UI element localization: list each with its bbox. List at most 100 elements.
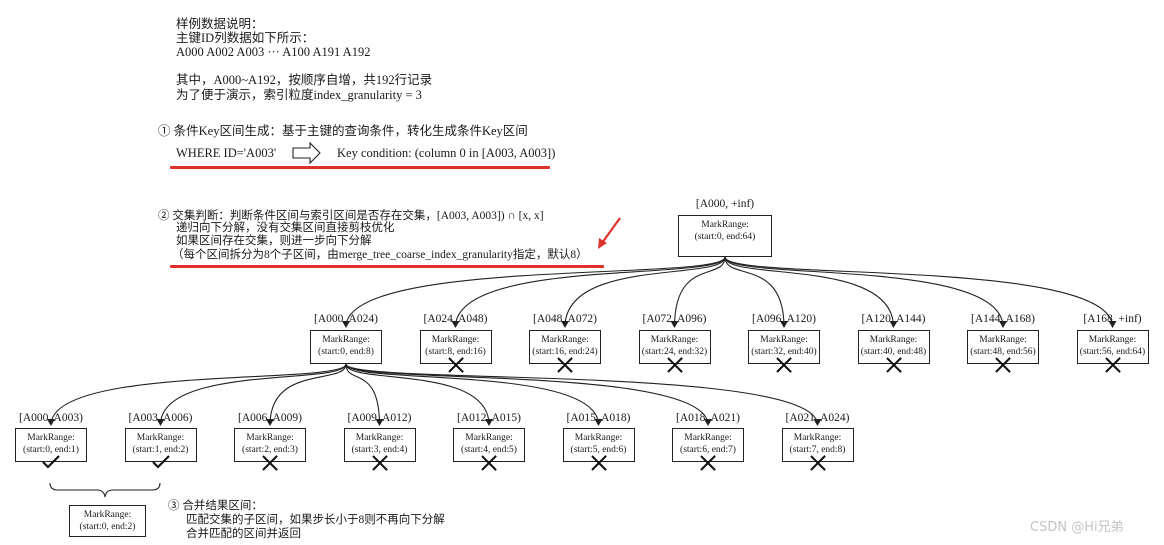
mark-label: MarkRange: xyxy=(760,335,808,345)
root-to-level1-arrow xyxy=(724,256,788,328)
level1-mark-range: MarkRange: (start:8, end:16) xyxy=(419,330,492,364)
pruned-x-icon xyxy=(591,455,607,471)
level2-mark-range: MarkRange:(start:0, end:1) xyxy=(15,428,87,462)
mark-value: (start:0, end:2) xyxy=(79,522,136,532)
mark-value: (start:24, end:32) xyxy=(641,347,708,357)
intro-line2: 主键ID列数据如下所示： xyxy=(176,31,315,45)
mark-value: (start:7, end:8) xyxy=(789,445,846,455)
matched-check-icon xyxy=(151,455,170,469)
level1-to-level2-arrow xyxy=(47,363,347,426)
mark-label: MarkRange: xyxy=(869,335,918,345)
mark-value: (start:8, end:16) xyxy=(425,347,486,357)
mark-label: MarkRange: xyxy=(541,335,589,345)
mark-value: (start:6, end:7) xyxy=(680,445,736,455)
step2-line4: （每个区间拆分为8个子区间，由merge_tree_coarse_index_g… xyxy=(172,249,588,261)
intro-line1: 样例数据说明： xyxy=(176,17,264,31)
level2-mark-range: MarkRange:(start:3, end:4) xyxy=(343,428,416,462)
level2-range: [A006, A009) xyxy=(238,412,302,424)
mark-label: MarkRange: xyxy=(650,335,699,345)
mark-value: (start:3, end:4) xyxy=(351,445,408,455)
mark-value: (start:1, end:2) xyxy=(132,445,189,455)
pruned-x-icon xyxy=(995,357,1011,373)
level1-range: [A048, A072) xyxy=(533,313,597,325)
mark-value: (start:16, end:24) xyxy=(532,347,598,357)
mark-label: MarkRange: xyxy=(684,433,732,443)
root-range: [A000, +inf) xyxy=(695,198,755,210)
level1-range: [A072, A096) xyxy=(642,313,707,325)
level1-to-level2-arrow xyxy=(345,363,384,426)
root-to-level1-arrow xyxy=(342,256,726,328)
pruned-x-icon xyxy=(810,455,826,471)
root-to-level1-arrow xyxy=(670,256,726,328)
mark-label: MarkRange: xyxy=(574,433,623,443)
pruned-x-icon xyxy=(700,455,716,471)
mark-label: MarkRange: xyxy=(136,433,185,443)
pruned-x-icon xyxy=(481,455,497,471)
step3-line3: 合并匹配的区间并返回 xyxy=(186,528,301,540)
step3-line1: ③ 合并结果区间： xyxy=(168,500,263,512)
root-to-level1-arrow xyxy=(724,256,898,328)
pruned-x-icon xyxy=(667,357,683,373)
mark-value: (start:0, end:8) xyxy=(318,347,374,357)
pruned-x-icon xyxy=(557,357,573,373)
red-underline-step2 xyxy=(170,265,604,268)
mark-label: MarkRange: xyxy=(979,335,1027,345)
merge-brace xyxy=(49,482,161,498)
key-condition: Key condition: (column 0 in [A003, A003]… xyxy=(337,146,556,160)
level1-range: [A000, A024) xyxy=(314,313,378,325)
mark-value: (start:4, end:5) xyxy=(461,445,517,455)
mark-label: MarkRange: xyxy=(431,335,480,345)
level1-to-level2-arrow xyxy=(345,363,493,426)
matched-check-icon xyxy=(42,455,60,469)
pruned-x-icon xyxy=(1105,357,1121,373)
mark-value: (start:2, end:3) xyxy=(242,445,298,455)
mark-label: MarkRange: xyxy=(793,433,842,443)
pruned-x-icon xyxy=(262,455,278,471)
level1-to-level2-arrow xyxy=(266,363,347,426)
red-arrow-icon xyxy=(601,217,621,244)
pruned-x-icon xyxy=(372,455,388,471)
level1-mark-range: MarkRange: (start:56, end:64) xyxy=(1076,330,1149,364)
root-to-level1-arrow xyxy=(724,256,1117,328)
level1-mark-range: MarkRange: (start:0, end:8) xyxy=(310,330,382,364)
mark-label: MarkRange: xyxy=(246,433,294,443)
level1-range: [A120, A144) xyxy=(861,313,926,325)
step1-title: ① 条件Key区间生成：基于主键的查询条件，转化生成条件Key区间 xyxy=(158,124,528,138)
mark-value: (start:40, end:48) xyxy=(860,347,927,357)
level1-to-level2-arrow xyxy=(156,363,347,426)
pruned-x-icon xyxy=(886,357,902,373)
mark-label: MarkRange: xyxy=(322,335,370,345)
pruned-x-icon xyxy=(776,357,792,373)
level2-range: [A009, A012) xyxy=(347,412,412,424)
hollow-arrow-icon xyxy=(292,141,321,165)
level1-range: [A144, A168) xyxy=(971,313,1035,325)
mark-label: MarkRange: xyxy=(83,510,132,520)
level1-to-level2-arrow xyxy=(345,363,822,426)
root-mark-range: MarkRange: (start:0, end:64) xyxy=(678,215,772,257)
where-clause: WHERE ID='A003' xyxy=(176,146,277,160)
mark-label: MarkRange: xyxy=(27,433,75,443)
root-to-level1-arrow xyxy=(561,256,726,328)
level2-mark-range: MarkRange: (start:1, end:2) xyxy=(124,428,197,462)
level1-to-level2-arrow xyxy=(345,363,603,426)
level2-range: [A012, A015) xyxy=(457,412,521,424)
intro-line5: 为了便于演示，索引粒度index_granularity = 3 xyxy=(176,88,422,102)
mark-value: (start:32, end:40) xyxy=(751,347,817,357)
mark-value: (start:48, end:56) xyxy=(970,347,1036,357)
step3-line2: 匹配交集的子区间，如果步长小于8则不再向下分解 xyxy=(186,514,445,526)
mark-label: MarkRange: xyxy=(701,220,749,230)
step2-line3: 如果区间存在交集，则进一步向下分解 xyxy=(176,235,372,247)
level2-range: [A015, A018) xyxy=(566,412,631,424)
step2-line1: ② 交集判断：判断条件区间与索引区间是否存在交集，[A003, A003]) ∩… xyxy=(158,210,544,222)
level2-range: [A000, A003) xyxy=(19,412,83,424)
mark-value: (start:56, end:64) xyxy=(1079,347,1146,357)
level1-range: [A096, A120) xyxy=(752,313,816,325)
root-to-level1-arrow xyxy=(724,256,1007,328)
level1-range: [A168, +inf) xyxy=(1083,313,1142,325)
level2-range: [A018, A021) xyxy=(676,412,740,424)
level2-range: [A021, A024) xyxy=(785,412,850,424)
level2-range: [A003, A006) xyxy=(128,412,193,424)
mark-label: MarkRange: xyxy=(1088,335,1137,345)
mark-label: MarkRange: xyxy=(465,433,513,443)
